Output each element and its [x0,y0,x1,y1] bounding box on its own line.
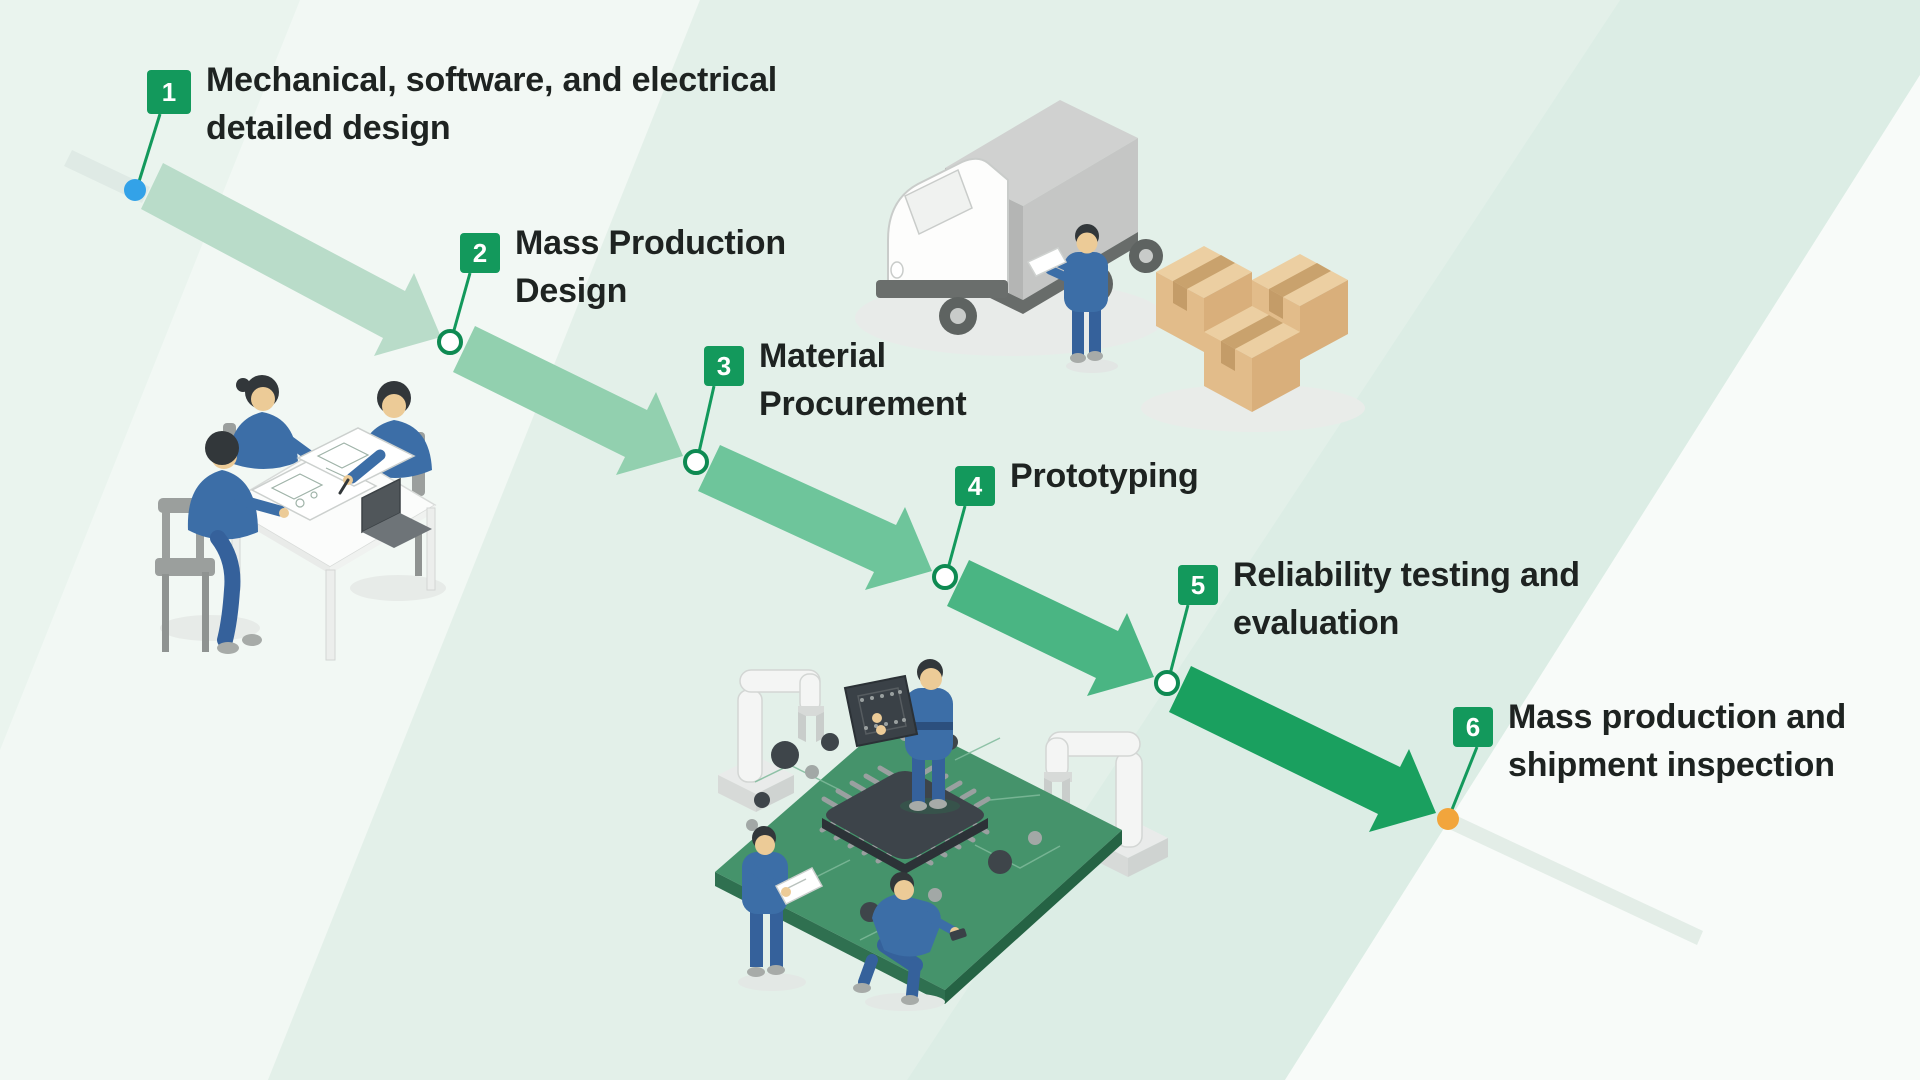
pcb-worker-kneeling [853,872,967,1011]
chair-leg [415,528,422,576]
windshield [904,168,973,236]
bumper [876,280,1008,298]
laptop [361,477,432,548]
timeline-end-tail [1449,815,1703,945]
arrow-segment-1 [141,163,441,356]
step-3: 3 Material Procurement [704,332,967,428]
junction-dot-4 [932,564,958,590]
step-3-badge: 3 [704,346,744,386]
step-2-badge: 2 [460,233,500,273]
pen [338,478,350,495]
arrow-segment-2 [453,326,683,475]
step-4-badge: 4 [955,466,995,506]
worker-man-front [187,431,289,654]
pcb-assembly-illustration [715,659,1168,1011]
step-6: 6 Mass production and shipment inspectio… [1453,693,1846,789]
start-dot [124,179,146,201]
badge-connectors [135,113,1479,818]
step-2: 2 Mass Production Design [460,219,786,315]
truck-illustration [855,100,1365,432]
shadow [350,575,446,601]
checklist-papers [1026,247,1068,277]
junction-dot-5 [1154,670,1180,696]
step-2-label: Mass Production Design [515,224,786,310]
carried-chip [843,674,919,748]
arrow-segment-4 [947,560,1154,696]
worker-woman [228,375,327,470]
step-5-label: Reliability testing and evaluation [1233,556,1580,642]
junction-dots [437,329,1180,696]
arm [346,449,386,484]
arrow-segments [141,163,1436,832]
blueprint-sheets [250,427,416,521]
timeline-markers [124,113,1479,830]
end-dot [1437,808,1459,830]
step-1-label: Mechanical, software, and electrical det… [206,61,778,147]
pcb-worker-carrying-chip [843,659,960,814]
step-3-label: Material Procurement [759,337,967,423]
arrow-segment-5 [1169,666,1436,832]
step-4-label: Prototyping [1010,457,1199,495]
truck-worker [1026,224,1118,373]
step-4: 4 Prototyping [955,452,1199,506]
cardboard-boxes [1141,246,1365,432]
arrow-segment-3 [698,445,932,590]
step-1: 1 Mechanical, software, and electrical d… [147,56,777,152]
background-band-deep-mint [907,0,1920,1080]
step-5-badge: 5 [1178,565,1218,605]
design-team-illustration [155,375,446,661]
step-5: 5 Reliability testing and evaluation [1178,551,1580,647]
pcb-worker-clipboard [738,826,824,991]
step-1-badge: 1 [147,70,191,114]
step-6-label: Mass production and shipment inspection [1508,698,1847,784]
step-6-badge: 6 [1453,707,1493,747]
robot-arm-left [718,669,824,812]
junction-dot-2 [437,329,463,355]
junction-dot-3 [683,449,709,475]
headlight [890,261,904,279]
